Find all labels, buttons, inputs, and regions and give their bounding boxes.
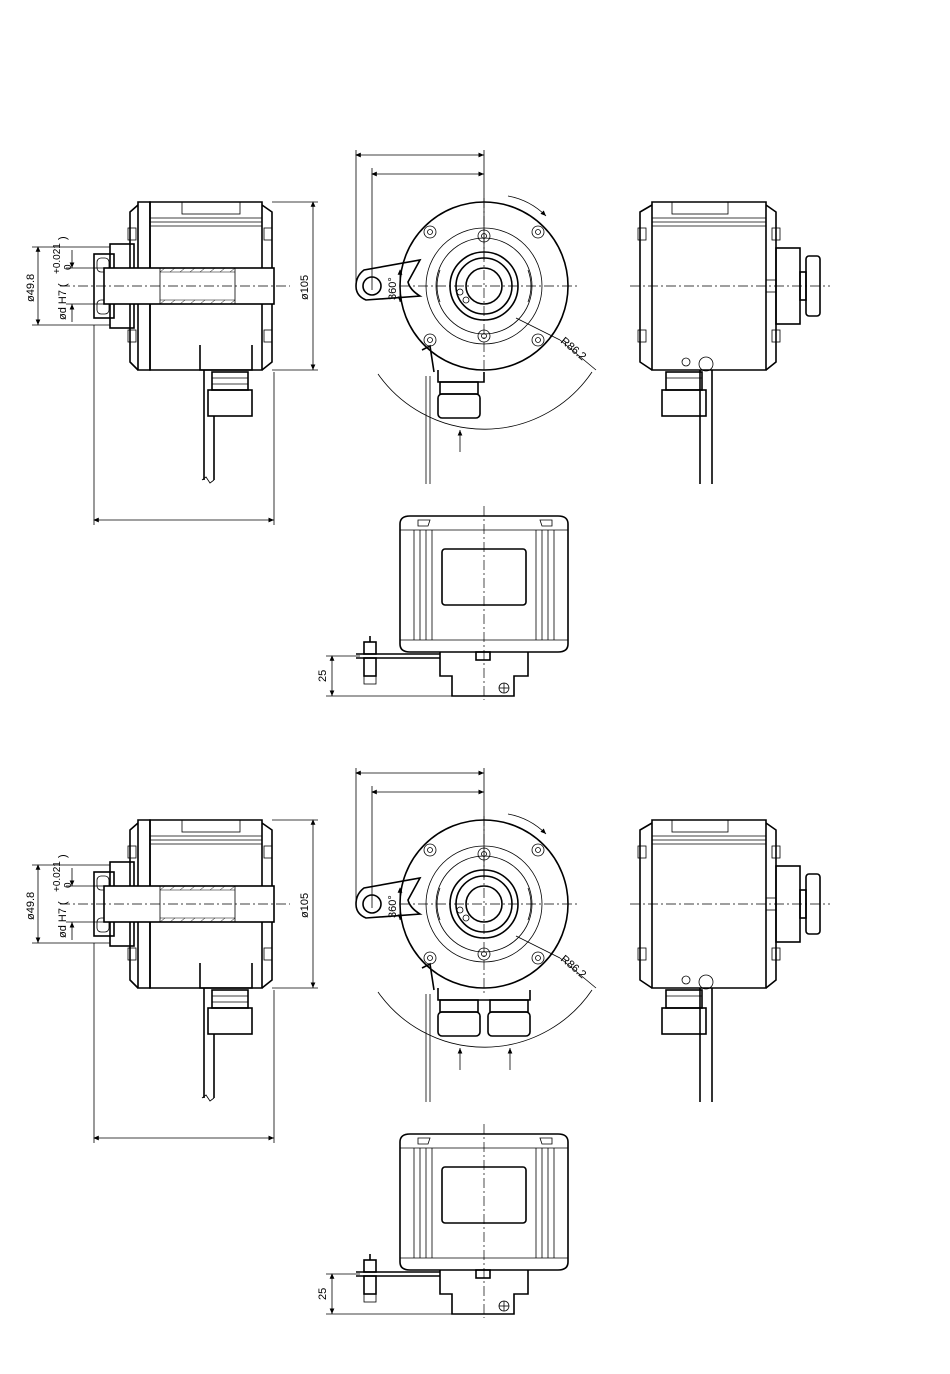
angle-label: 360° <box>387 277 399 300</box>
right-view-upper <box>630 202 830 484</box>
dim-diameter-105: ø105 <box>299 893 311 918</box>
dim-bore-tol-close: ) <box>57 236 69 240</box>
dim-bore-label: ød H7 ( <box>57 901 69 938</box>
radius-label: R86.2 <box>558 335 588 363</box>
dim-bore-tolerance: ød H7 ( +0.021 0 ) <box>52 854 74 938</box>
dim-diameter-105: ø105 <box>299 275 311 300</box>
dim-offset-25: 25 <box>317 670 329 682</box>
angle-label: 360° <box>387 895 399 918</box>
dim-bore-tol-upper: +0.021 <box>52 243 63 274</box>
side-view-upper <box>32 202 318 525</box>
upper-drawing-set: ø49.8 ød H7 ( +0.021 0 ) ø105 <box>25 150 830 700</box>
side-view-lower <box>32 820 318 1143</box>
dim-offset-25: 25 <box>317 1288 329 1300</box>
dim-bore-tolerance: ød H7 ( +0.021 0 ) <box>52 236 74 320</box>
bottom-view-lower <box>326 1124 568 1318</box>
dim-diameter-49-8: ø49.8 <box>25 274 37 302</box>
bottom-view-upper <box>326 506 568 700</box>
front-view-upper: 360° R86.2 <box>356 150 596 484</box>
radius-label: R86.2 <box>558 953 588 981</box>
dim-bore-tol-lower: 0 <box>63 882 74 888</box>
dim-bore-label: ød H7 ( <box>57 283 69 320</box>
dim-bore-tol-lower: 0 <box>63 264 74 270</box>
right-view-lower <box>630 820 830 1102</box>
front-view-lower <box>356 768 596 1102</box>
dim-diameter-49-8: ø49.8 <box>25 892 37 920</box>
dim-bore-tol-close: ) <box>57 854 69 858</box>
lower-drawing-set: ø49.8 ød H7 ( +0.021 0 ) ø105 <box>25 768 830 1318</box>
dim-bore-tol-upper: +0.021 <box>52 861 63 892</box>
